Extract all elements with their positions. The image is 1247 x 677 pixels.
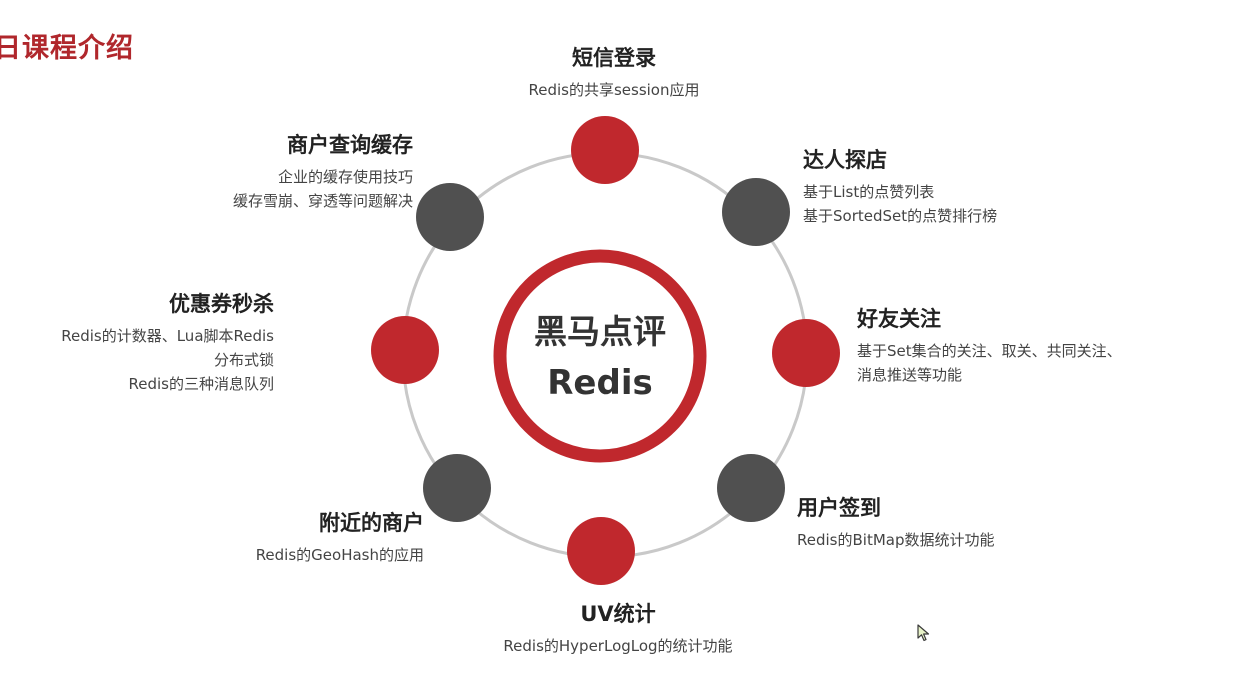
node-uv-title: UV统计 <box>580 602 656 626</box>
node-nearby-title: 附近的商户 <box>319 511 424 535</box>
node-seckill-title: 优惠券秒杀 <box>169 292 274 316</box>
node-seckill-desc-1: Redis的计数器、Lua脚本Redis <box>61 327 274 345</box>
node-cache-dot <box>416 183 484 251</box>
node-seckill-desc-3: Redis的三种消息队列 <box>128 375 274 393</box>
node-cache-title: 商户查询缓存 <box>287 133 413 157</box>
slide-title: 日课程介绍 <box>0 33 134 64</box>
node-expert-desc-1: 基于List的点赞列表 <box>803 183 935 201</box>
node-follow-title: 好友关注 <box>857 307 941 331</box>
node-follow-desc-2: 消息推送等功能 <box>857 366 963 384</box>
node-signin-label: 用户签到 Redis的BitMap数据统计功能 <box>797 494 994 552</box>
node-expert-dot <box>722 178 790 246</box>
node-cache-label: 商户查询缓存 企业的缓存使用技巧 缓存雪崩、穿透等问题解决 <box>233 131 413 213</box>
node-nearby-dot <box>423 454 491 522</box>
mouse-cursor-icon <box>917 624 930 642</box>
center-subtitle: Redis <box>547 363 652 403</box>
node-sms-desc-1: Redis的共享session应用 <box>528 81 700 99</box>
node-sms-dot <box>571 116 639 184</box>
node-cache-desc-1: 企业的缓存使用技巧 <box>277 168 413 186</box>
node-follow-dot <box>772 319 840 387</box>
node-signin-desc-1: Redis的BitMap数据统计功能 <box>797 531 995 549</box>
node-signin-dot <box>717 454 785 522</box>
node-expert-label: 达人探店 基于List的点赞列表 基于SortedSet的点赞排行榜 <box>803 146 997 228</box>
node-expert-title: 达人探店 <box>803 148 887 172</box>
node-sms-label: 短信登录 Redis的共享session应用 <box>474 44 754 102</box>
node-follow-label: 好友关注 基于Set集合的关注、取关、共同关注、 消息推送等功能 <box>857 305 1122 387</box>
node-signin-title: 用户签到 <box>797 496 881 520</box>
node-uv-dot <box>567 517 635 585</box>
node-follow-desc-1: 基于Set集合的关注、取关、共同关注、 <box>857 342 1122 360</box>
node-nearby-label: 附近的商户 Redis的GeoHash的应用 <box>256 509 424 567</box>
node-seckill-desc-2: 分布式锁 <box>213 351 274 369</box>
node-cache-desc-2: 缓存雪崩、穿透等问题解决 <box>232 192 413 210</box>
node-nearby-desc-1: Redis的GeoHash的应用 <box>255 546 424 564</box>
node-sms-title: 短信登录 <box>572 46 656 70</box>
node-seckill-label: 优惠券秒杀 Redis的计数器、Lua脚本Redis 分布式锁 Redis的三种… <box>61 290 274 396</box>
center-title: 黑马点评 <box>534 312 666 351</box>
node-uv-desc-1: Redis的HyperLogLog的统计功能 <box>503 637 733 655</box>
center-ring <box>493 249 707 463</box>
node-uv-label: UV统计 Redis的HyperLogLog的统计功能 <box>468 600 768 658</box>
node-expert-desc-2: 基于SortedSet的点赞排行榜 <box>803 207 998 225</box>
node-seckill-dot <box>371 316 439 384</box>
